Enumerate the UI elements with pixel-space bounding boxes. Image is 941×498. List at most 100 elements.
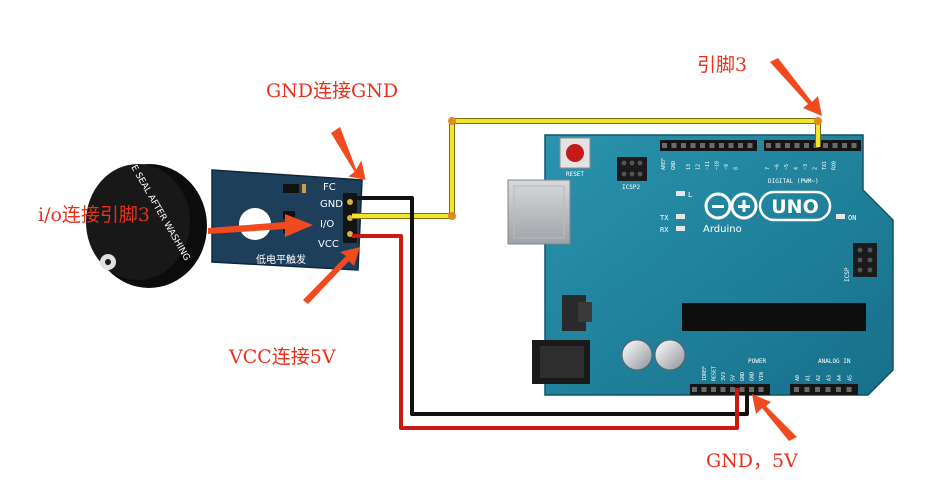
- header-pin: [738, 143, 743, 148]
- icsp-header: [853, 243, 877, 277]
- power-pin-label: GND: [740, 372, 746, 381]
- analog-label: ANALOG IN: [818, 358, 851, 365]
- capacitor-2: [654, 339, 686, 371]
- header-pin: [825, 387, 831, 392]
- icsp-label: ICSP: [844, 267, 851, 282]
- module-pin-io-label: I/O: [320, 219, 334, 230]
- header-pin: [836, 387, 841, 392]
- header-pin: [823, 143, 828, 148]
- header-pin: [739, 387, 745, 392]
- on-label: ON: [848, 214, 856, 222]
- digital-pin-label: 8: [734, 167, 740, 170]
- header-pin: [719, 143, 724, 148]
- buzzer-module: FC GND I/O VCC 低电平触发 REMOVE SEAL AFTER W…: [86, 135, 363, 288]
- module-pin-vcc-label: VCC: [318, 239, 339, 250]
- atmega-chip: [682, 303, 866, 331]
- annotation-io-to-pin3: i/o连接引脚3: [38, 204, 151, 226]
- power-pin-label: 3V3: [721, 372, 727, 381]
- uno-logo-text: UNO: [771, 196, 818, 218]
- header-pin: [709, 143, 715, 148]
- header-pin: [662, 143, 667, 148]
- analog-pin-label: A2: [816, 375, 822, 381]
- header-pin: [846, 387, 852, 392]
- power-pin-label: GND: [750, 372, 756, 381]
- black-wire-gnd: [352, 196, 749, 416]
- l-label: L: [688, 191, 692, 199]
- digital-pin-label: 2: [813, 167, 819, 170]
- header-pin: [804, 387, 810, 392]
- annotation-gnd-5v: GND，5V: [706, 450, 798, 472]
- arrow-pin3: [770, 58, 822, 116]
- header-pin: [794, 387, 799, 392]
- header-pin: [758, 387, 764, 392]
- icsp2-label: ICSP2: [622, 184, 640, 191]
- arrow-gnd: [331, 127, 366, 180]
- analog-pin-label: A4: [837, 375, 843, 381]
- module-mount-hole: [239, 208, 271, 240]
- header-pin: [700, 143, 705, 148]
- header-pin: [766, 143, 771, 148]
- header-pin: [701, 387, 707, 392]
- header-pin: [747, 143, 753, 148]
- icsp2-header: [617, 157, 647, 181]
- analog-pin-label: A0: [795, 375, 801, 381]
- digital-pin-label: 13: [686, 164, 692, 170]
- digital-header-right: [764, 140, 861, 151]
- wires: [352, 117, 822, 430]
- capacitor-1: [621, 339, 653, 371]
- header-pin: [851, 143, 857, 148]
- red-wire-vcc: [352, 234, 739, 430]
- header-pin: [730, 387, 735, 392]
- digital-pin-label: ~9: [724, 164, 730, 170]
- l-led: [676, 191, 685, 196]
- power-pin-label: VIN: [759, 372, 765, 381]
- power-pin-label: 5V: [731, 375, 737, 381]
- header-pin: [842, 143, 847, 148]
- usb-port: [507, 179, 571, 245]
- digital-pin-label: 12: [696, 164, 702, 170]
- digital-pin-label: 4: [794, 167, 800, 170]
- header-pin: [728, 143, 734, 148]
- digital-pin-label: RX0: [832, 161, 838, 170]
- annotation-arrows: [208, 58, 822, 441]
- rx-led: [676, 226, 685, 231]
- digital-pin-label: 7: [765, 167, 771, 170]
- module-pin-gnd-label: GND: [320, 199, 343, 210]
- on-led: [836, 214, 845, 219]
- header-pin: [681, 143, 686, 148]
- power-label: POWER: [748, 358, 766, 365]
- digital-pin-label: ~6: [775, 164, 781, 170]
- header-pin: [804, 143, 809, 148]
- digital-header-left: [660, 140, 757, 151]
- reset-button-cap: [566, 144, 584, 162]
- header-pin: [692, 387, 697, 392]
- module-bottom-label: 低电平触发: [256, 253, 306, 266]
- header-pin: [671, 143, 677, 148]
- analog-pin-label: A3: [827, 375, 833, 381]
- gnd-label-top: GND: [671, 161, 677, 170]
- power-pin-label: IOREF: [702, 366, 708, 381]
- module-top-label: FC: [323, 182, 336, 193]
- module-transistor: [283, 211, 295, 219]
- header-pin: [690, 143, 696, 148]
- aref-label: AREF: [661, 158, 667, 170]
- module-resistor-1: [283, 184, 299, 193]
- annotation-vcc-to-5v: VCC连接5V: [229, 346, 336, 368]
- digital-pin-label: ~5: [784, 164, 790, 170]
- header-pin: [785, 143, 790, 148]
- bottom-header-pins: [692, 387, 852, 392]
- digital-label: DIGITAL (PWM~): [768, 178, 819, 185]
- digital-pin-label: TX1: [822, 161, 828, 170]
- analog-pin-label: A1: [806, 375, 812, 381]
- tx-led: [676, 214, 685, 219]
- annotation-gnd-to-gnd: GND连接GND: [266, 80, 399, 102]
- arrow-vcc: [303, 247, 360, 304]
- analog-header: [790, 384, 858, 395]
- header-pin: [775, 143, 781, 148]
- arrow-io: [208, 214, 313, 237]
- rx-label: RX: [660, 226, 669, 234]
